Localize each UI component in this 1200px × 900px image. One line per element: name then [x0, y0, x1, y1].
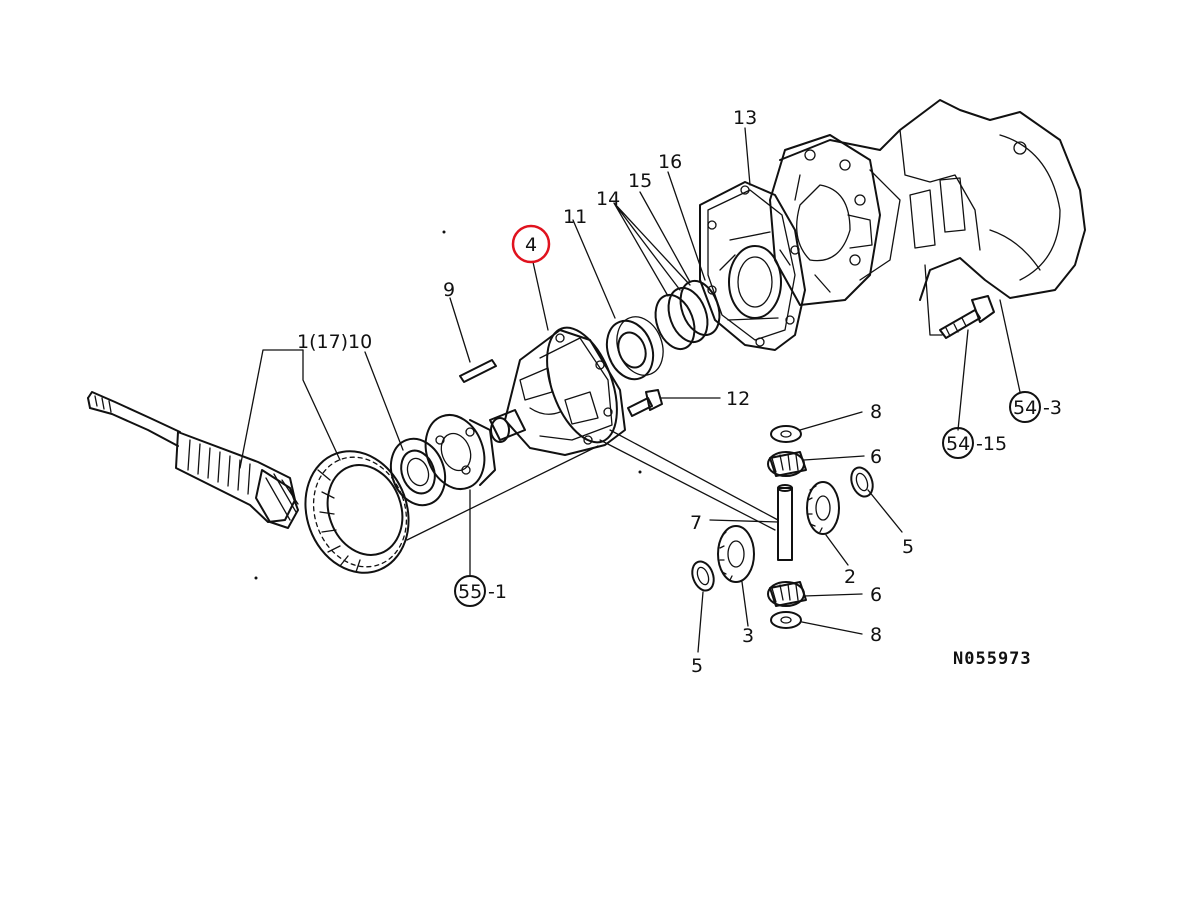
- callout-8-top: 8: [870, 401, 882, 423]
- bearing-11: [605, 316, 664, 381]
- bolt-54-15: [939, 295, 995, 339]
- bolt-12: [627, 389, 663, 417]
- callout-15: 15: [628, 170, 652, 192]
- callout-14: 14: [596, 188, 620, 210]
- encircled-callouts: [454, 391, 1041, 607]
- callout-16: 16: [658, 151, 682, 173]
- ring-gear: [304, 450, 410, 574]
- callout-54-15-suffix: -15: [976, 433, 1007, 455]
- differential-case: [489, 326, 626, 456]
- callout-55-1-number: 55: [458, 581, 482, 603]
- callout-labels: 1(17) 10 9 4 11 14 15 16 13 12 8 6 5 2 7…: [297, 107, 1062, 677]
- pinion-shaft: [87, 391, 299, 529]
- callout-1-17: 1(17): [297, 331, 348, 353]
- callout-6-top: 6: [870, 446, 882, 468]
- callout-6-bottom: 6: [870, 584, 882, 606]
- callout-3: 3: [742, 625, 754, 647]
- transmission-housing: [699, 99, 1086, 351]
- callout-13: 13: [733, 107, 757, 129]
- callout-54-3-number: 54: [1013, 397, 1037, 419]
- callout-54-3-suffix: -3: [1043, 397, 1062, 419]
- callout-5-right: 5: [902, 536, 914, 558]
- callout-9: 9: [443, 279, 455, 301]
- leader-lines: [239, 127, 1021, 653]
- callout-12: 12: [726, 388, 750, 410]
- callout-55-1-suffix: -1: [488, 581, 507, 603]
- drawing-id: N055973: [953, 649, 1032, 669]
- callout-10: 10: [348, 331, 372, 353]
- scan-specks: [254, 230, 642, 580]
- callout-5-left: 5: [691, 655, 703, 677]
- highlight-circle: [511, 224, 551, 264]
- callout-8-bottom: 8: [870, 624, 882, 646]
- callout-54-15-number: 54: [946, 433, 970, 455]
- pin-9: [459, 359, 497, 383]
- callout-11: 11: [563, 206, 587, 228]
- spider-gears: [691, 425, 874, 629]
- diff-cover: [424, 414, 496, 490]
- callout-7: 7: [690, 512, 702, 534]
- callout-2: 2: [844, 566, 856, 588]
- bearing-10: [389, 437, 447, 507]
- callout-4: 4: [525, 234, 537, 256]
